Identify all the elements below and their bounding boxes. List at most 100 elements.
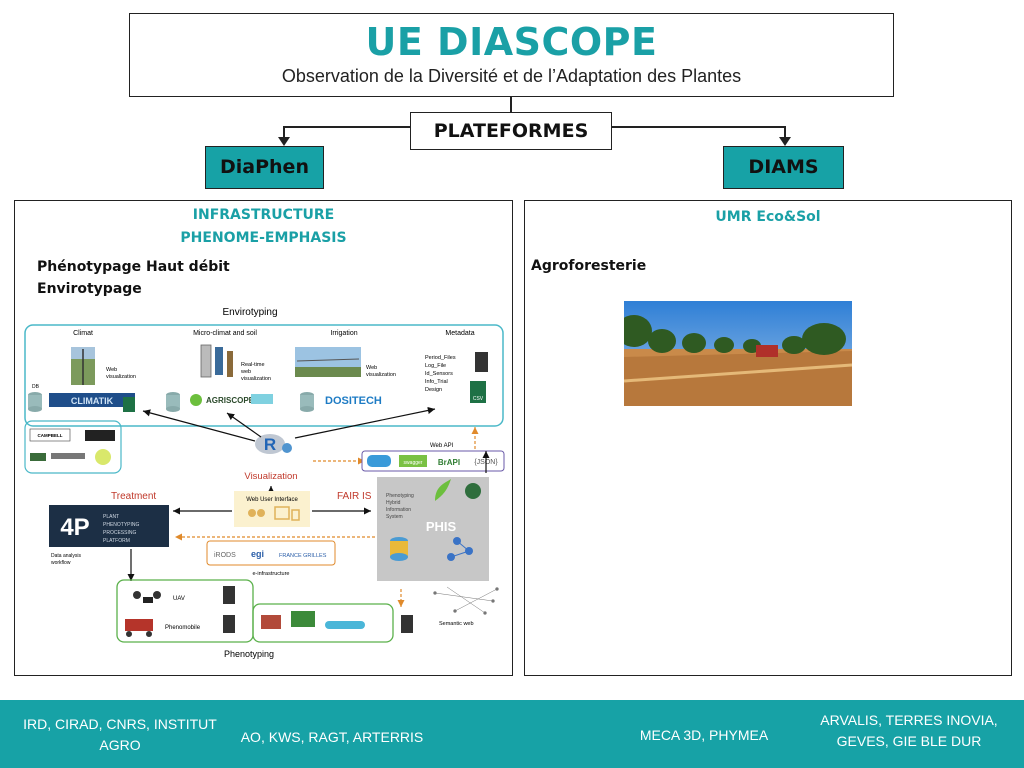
einfra-logo: FRANCE GRILLES: [279, 553, 327, 559]
einfra-logo: egi: [251, 549, 264, 559]
excel-icon: [123, 397, 135, 412]
svg-text:PHENOTYPING: PHENOTYPING: [103, 522, 140, 528]
phenotyping-label: Phenotyping: [224, 649, 274, 659]
agroforesterie-label: Agroforesterie: [531, 258, 647, 274]
uav-icon: [133, 591, 161, 603]
database-icon: [300, 392, 314, 412]
metadata-list: Period_Files Log_File Id_Sensors Info_Tr…: [425, 355, 456, 393]
svg-text:AGRISCOPE: AGRISCOPE: [206, 396, 255, 405]
svg-text:Design: Design: [425, 387, 442, 393]
realtime-line-3: visualization: [241, 376, 271, 382]
col-climat: Climat: [73, 330, 93, 337]
svg-text:4P: 4P: [60, 514, 89, 541]
page-title: UE DIASCOPE: [365, 20, 658, 64]
phenomobile-label: Phenomobile: [165, 625, 201, 631]
svg-text:DOSITECH: DOSITECH: [325, 395, 382, 407]
envirotyping-schema: Envirotyping Climat Micro-climat and soi…: [24, 307, 505, 659]
climat-station-icon: [71, 347, 95, 385]
svg-text:Id_Sensors: Id_Sensors: [425, 371, 453, 377]
svg-text:PLANT: PLANT: [103, 514, 119, 520]
treatment-label: Treatment: [111, 491, 156, 502]
irrigation-webviz-2: visualization: [366, 372, 396, 378]
phenomobile-icon: [125, 619, 153, 637]
realtime-line-2: web: [240, 369, 251, 375]
field-machines-icon: [261, 611, 413, 633]
diaphen-item: Phénotypage Haut débit: [37, 259, 230, 275]
infra-line-1: INFRASTRUCTURE: [192, 207, 335, 223]
sensor-probe-icon: [200, 344, 233, 378]
plant-icon: [435, 479, 451, 501]
col-irrigation: Irrigation: [330, 330, 357, 337]
data-analysis-label: Data analysis: [51, 553, 82, 559]
platforms-label: PLATEFORMES: [410, 112, 612, 150]
infrastructure-title: INFRASTRUCTURE PHENOME-EMPHASIS: [15, 204, 512, 250]
data-analysis-label-2: workflow: [51, 560, 71, 566]
col-microclimat: Micro-climat and soil: [193, 330, 257, 337]
svg-text:PROCESSING: PROCESSING: [103, 530, 136, 536]
r-logo-icon: R: [255, 434, 292, 454]
diaphen-item: Envirotypage: [37, 281, 142, 297]
server-icon: [223, 586, 235, 604]
gis-icon: [465, 483, 481, 499]
4p-platform-logo: [49, 505, 169, 547]
svg-text:Phenotyping: Phenotyping: [386, 493, 414, 499]
semantic-web-icon: [433, 586, 499, 615]
footer-item: MECA 3D, PHYMEA: [639, 727, 769, 743]
einfra-box: [206, 540, 336, 566]
users-devices-icon: [248, 506, 300, 521]
webapi-box: [361, 450, 505, 472]
fair-label: FAIR IS: [337, 491, 372, 502]
phis-label: PHIS: [426, 519, 457, 534]
climatik-logo: CLIMATIK: [49, 393, 135, 407]
partners-footer: IRD, CIRAD, CNRS, INSTITUT AGRO AO, KWS,…: [0, 700, 1024, 768]
svg-text:PLATFORM: PLATFORM: [103, 538, 130, 544]
agroforestry-photo: [624, 301, 852, 406]
uav-label: UAV: [173, 596, 185, 602]
dositech-logo: DOSITECH: [325, 395, 382, 407]
web-ui-box: [234, 491, 310, 527]
svg-text:R: R: [264, 435, 276, 454]
infra-line-2: PHENOME-EMPHASIS: [180, 230, 347, 246]
web-ui-label: Web User Interface: [246, 497, 298, 503]
einfra-logo: iRODS: [214, 552, 236, 559]
footer-item: IRD, CIRAD, CNRS, INSTITUT AGRO: [23, 716, 217, 753]
svg-text:Log_File: Log_File: [425, 363, 446, 369]
visualization-label: Visualization: [244, 471, 297, 482]
database-icon: [28, 392, 42, 412]
irrigation-photo: [295, 347, 361, 377]
svg-text:CAMPBELL: CAMPBELL: [38, 433, 63, 438]
realtime-line-1: Real-time: [241, 362, 265, 368]
phis-database-icon: [390, 537, 408, 561]
diaphen-box: DiaPhen: [205, 146, 324, 189]
webapi-label: Web API: [430, 443, 454, 449]
title-box: UE DIASCOPE Observation de la Diversité …: [129, 13, 894, 97]
diaphen-items: Phénotypage Haut débit Envirotypage: [37, 256, 230, 300]
database-icon: [166, 392, 180, 412]
diaphen-panel: INFRASTRUCTURE PHENOME-EMPHASIS Phénotyp…: [14, 200, 513, 676]
csv-icon: CSV: [470, 381, 486, 403]
irrigation-webviz-1: Web: [366, 365, 377, 371]
campbell-logo: CAMPBELL: [29, 428, 115, 465]
svg-text:Period_Files: Period_Files: [425, 355, 456, 361]
umr-title: UMR Eco&Sol: [715, 209, 821, 225]
diams-box: DIAMS: [723, 146, 844, 189]
server-icon: [223, 615, 235, 633]
phis-desc: Phenotyping Hybrid Information System: [386, 493, 414, 520]
svg-text:Info_Trial: Info_Trial: [425, 379, 448, 385]
svg-text:System: System: [386, 514, 403, 520]
pppp-text: PLANT PHENOTYPING PROCESSING PLATFORM: [103, 514, 140, 544]
einfra-label: e-infrastructure: [253, 571, 290, 577]
svg-text:CSV: CSV: [473, 396, 484, 402]
col-metadata: Metadata: [445, 330, 474, 337]
network-icon: [447, 537, 473, 561]
climat-webviz-1: Web: [106, 367, 117, 373]
svg-text:CLIMATIK: CLIMATIK: [71, 396, 114, 406]
footer-item: ARVALIS, TERRES INOVIA, GEVES, GIE BLE D…: [820, 712, 998, 749]
svg-text:Information: Information: [386, 507, 411, 513]
page-subtitle: Observation de la Diversité et de l’Adap…: [281, 66, 742, 86]
api-tag: swagger: [404, 460, 423, 466]
footer-item: AO, KWS, RAGT, ARTERRIS: [240, 729, 424, 745]
climat-webviz-2: visualization: [106, 374, 136, 380]
server-icon: [475, 352, 488, 372]
api-tag: BrAPI: [438, 458, 460, 467]
